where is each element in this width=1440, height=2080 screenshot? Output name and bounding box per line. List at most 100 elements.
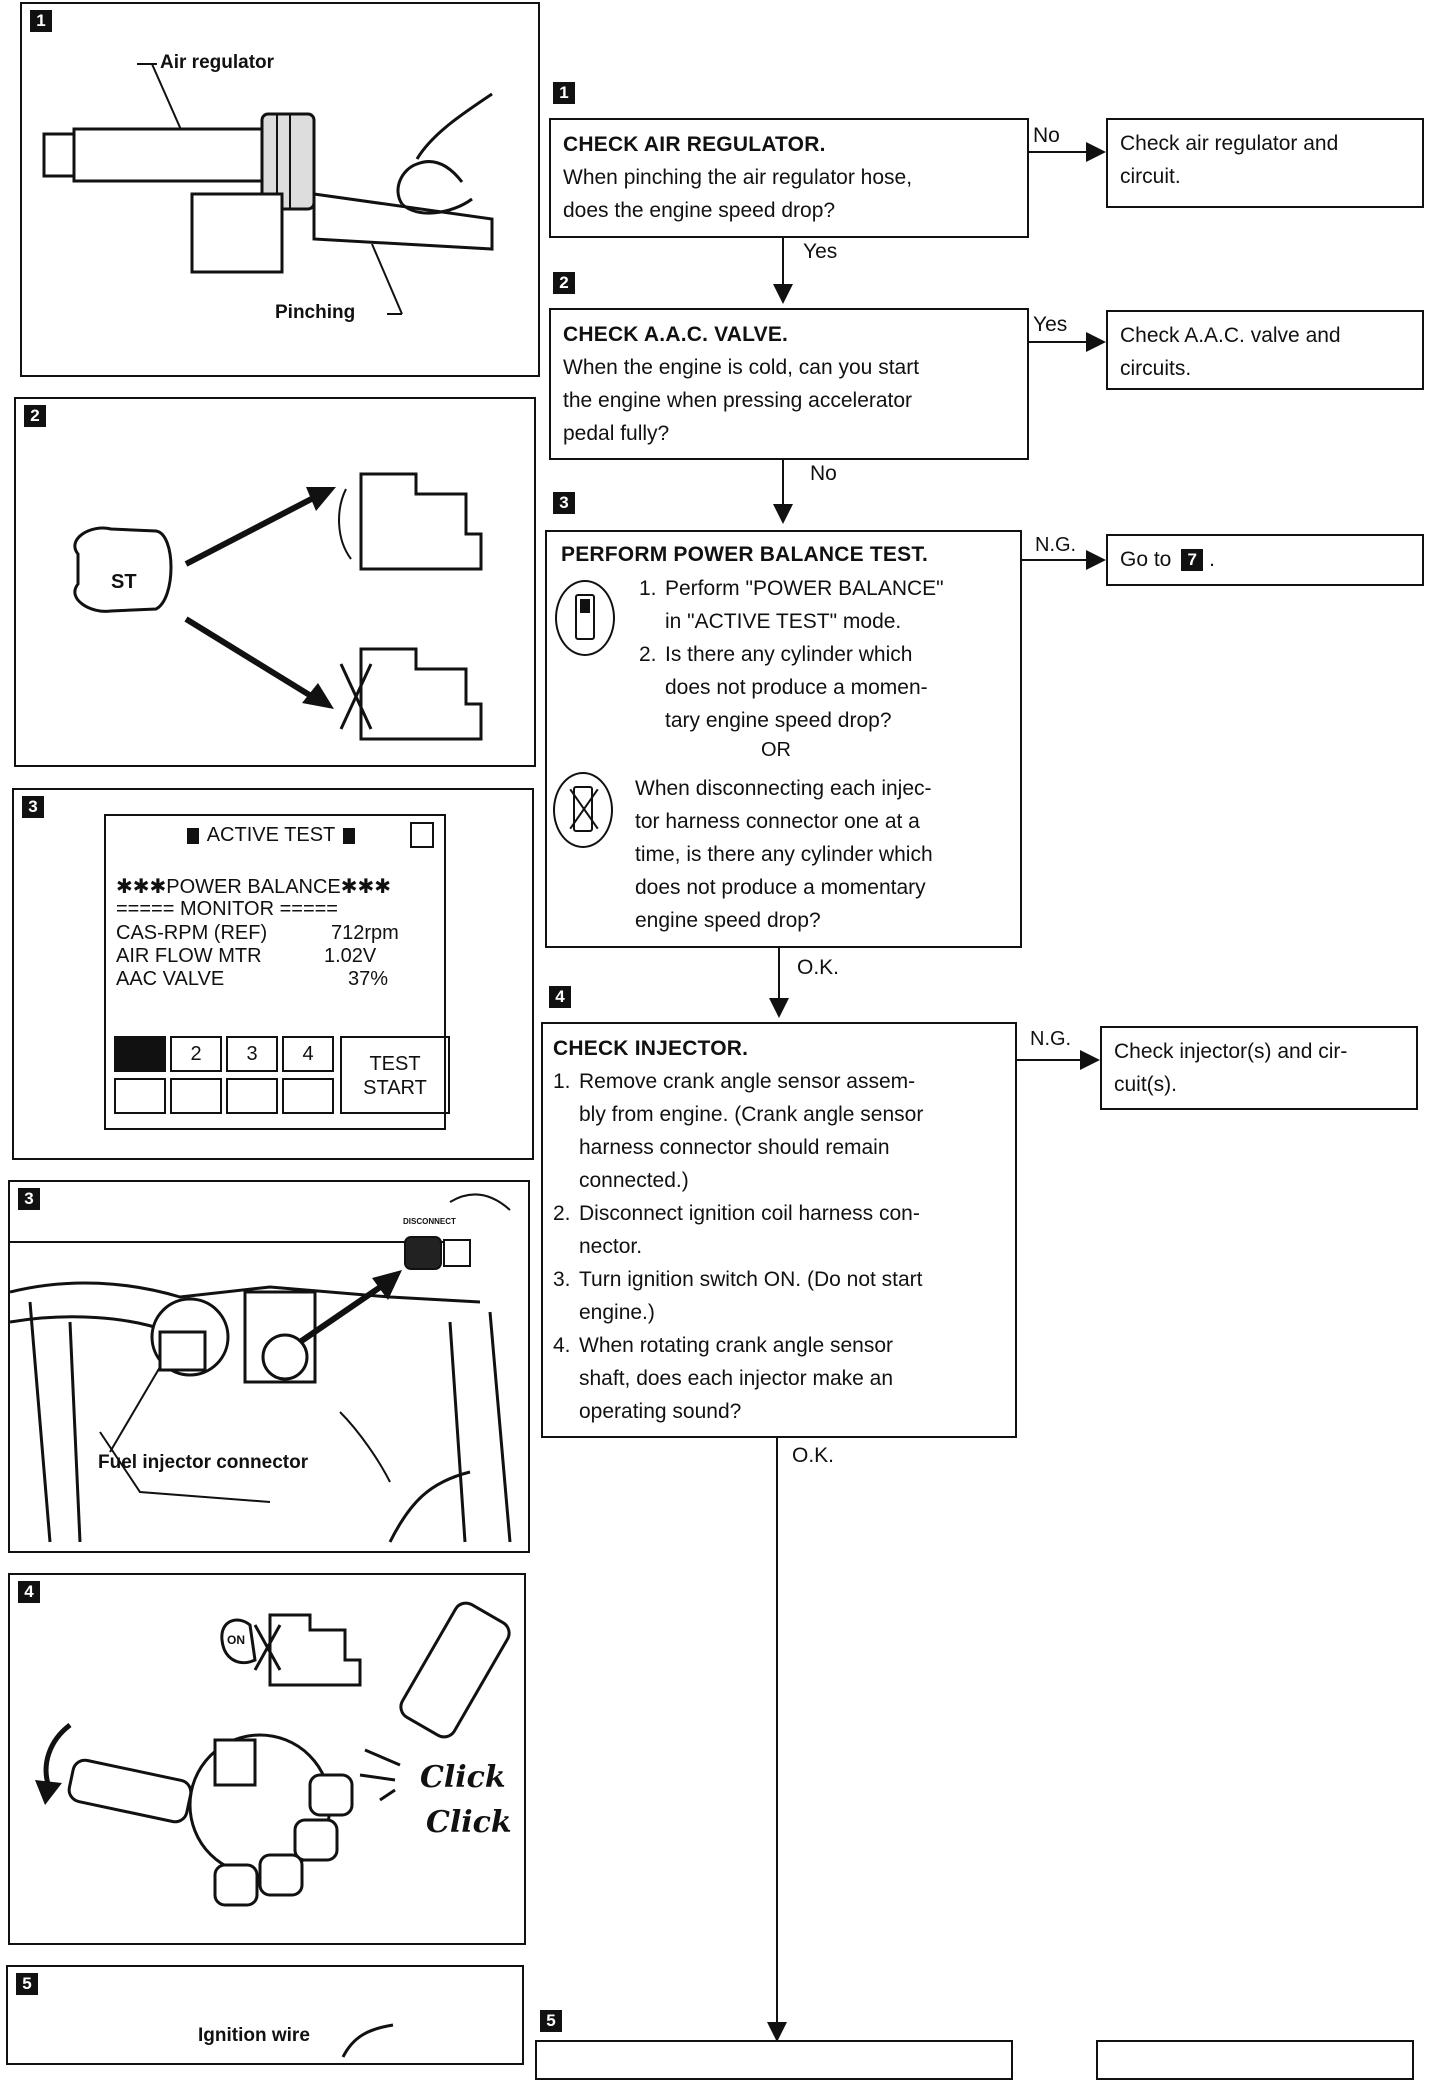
item-line: does not produce a momen-	[665, 676, 928, 699]
item-number: 4.	[553, 1334, 571, 1357]
figure-4-injector-click: 4 ON Click Click	[8, 1573, 526, 1945]
step-2-no-label: No	[810, 462, 837, 485]
screen-corner-square	[410, 822, 434, 848]
step-1-question-line: does the engine speed drop?	[563, 199, 836, 222]
step-2-question-line: When the engine is cold, can you start	[563, 356, 920, 379]
item-text: bly from engine. (Crank angle sensor	[579, 1103, 924, 1126]
figure-3b-step-marker: 3	[18, 1188, 40, 1210]
screen-button-2[interactable]: 2	[170, 1036, 222, 1072]
step-2-question-line: the engine when pressing accelerator	[563, 389, 913, 412]
step-3-ng-label: N.G.	[1035, 534, 1077, 556]
figure-3-injector-connector: 3 DISCONNECT Fuel injector connector	[8, 1180, 530, 1553]
step-2-marker: 2	[553, 272, 575, 294]
figure-3-consult-screen: 3 ACTIVE TEST ✱✱✱POWER BALANCE✱✱✱ ===== …	[12, 788, 534, 1160]
alt-line: time, is there any cylinder which	[635, 843, 933, 866]
step-4-ng-label: N.G.	[1030, 1028, 1072, 1050]
test-start-line2: START	[363, 1077, 427, 1099]
item-number: 2.	[639, 643, 657, 666]
item-line: in "ACTIVE TEST" mode.	[665, 610, 902, 633]
row-value: 37%	[348, 968, 389, 990]
screen-button-empty[interactable]	[170, 1078, 222, 1114]
step-3-result-box: Go to 7 .	[1106, 534, 1424, 586]
ignition-key-st-label: ST	[111, 571, 137, 593]
go-to-text: Go to	[1120, 548, 1172, 571]
step-4-item-line: 1.Remove crank angle sensor assem-	[553, 1065, 1005, 1098]
ignition-wire-label: Ignition wire	[198, 2025, 310, 2046]
step-4-item-line: nector.	[553, 1230, 1005, 1263]
result-line: Check A.A.C. valve and	[1120, 324, 1341, 347]
item-number: 2.	[553, 1202, 571, 1225]
go-to-period: .	[1209, 548, 1215, 571]
step-1-question-line: When pinching the air regulator hose,	[563, 166, 913, 189]
step-3-item-1: 1.Perform "POWER BALANCE" in "ACTIVE TES…	[639, 572, 1019, 737]
step-1-marker: 1	[553, 82, 575, 104]
fuel-injector-connector-label: Fuel injector connector	[98, 1452, 309, 1473]
item-number: 3.	[553, 1268, 571, 1291]
item-text: Remove crank angle sensor assem-	[579, 1070, 916, 1093]
active-test-text: ACTIVE TEST	[206, 824, 336, 846]
monitor-row: AAC VALVE 37%	[116, 968, 416, 991]
step-3-marker: 3	[553, 492, 575, 514]
step-2-check-aac-valve: CHECK A.A.C. VALVE. When the engine is c…	[549, 308, 1029, 460]
step-4-item-line: 4. When rotating crank angle sensor	[553, 1329, 1005, 1362]
item-text: connected.)	[579, 1169, 689, 1192]
test-start-button[interactable]: TEST START	[340, 1036, 450, 1114]
screen-button-3[interactable]: 3	[226, 1036, 278, 1072]
item-text: Disconnect ignition coil harness con-	[579, 1202, 920, 1225]
figure-4-step-marker: 4	[18, 1581, 40, 1603]
result-line: cuit(s).	[1114, 1073, 1177, 1096]
alt-line: tor harness connector one at a	[635, 810, 920, 833]
step-1-yes-label: Yes	[803, 240, 838, 263]
step-4-item-line: bly from engine. (Crank angle sensor	[553, 1098, 1005, 1131]
figure-3-step-marker: 3	[22, 796, 44, 818]
step-1-no-label: No	[1033, 124, 1060, 147]
step-5-result-box	[1096, 2040, 1414, 2080]
step-4-check-injector: CHECK INJECTOR. 1.Remove crank angle sen…	[541, 1022, 1017, 1438]
screen-button-1-filled[interactable]	[114, 1036, 166, 1072]
step-4-item-line: 2. Disconnect ignition coil harness con-	[553, 1197, 1005, 1230]
step-3-ok-label: O.K.	[797, 956, 840, 979]
alt-line: engine speed drop?	[635, 909, 821, 932]
step-4-ok-label: O.K.	[792, 1444, 835, 1467]
step-2-question-line: pedal fully?	[563, 422, 670, 445]
ignition-key-on-label: ON	[227, 1633, 245, 1647]
row-value: 712rpm	[331, 922, 399, 944]
item-number	[553, 1395, 579, 1428]
item-text: shaft, does each injector make an	[579, 1367, 894, 1390]
pinching-label: Pinching	[275, 302, 356, 323]
item-text: nector.	[579, 1235, 643, 1258]
item-number	[553, 1164, 579, 1197]
step-4-item-line: shaft, does each injector make an	[553, 1362, 1005, 1395]
go-to-step-7-marker: 7	[1181, 549, 1204, 572]
screen-button-empty[interactable]	[282, 1078, 334, 1114]
figure-2-start-engine: 2 ST	[14, 397, 536, 767]
screen-button-4[interactable]: 4	[282, 1036, 334, 1072]
step-1-title: CHECK AIR REGULATOR.	[563, 133, 826, 156]
row-name: CAS-RPM (REF)	[116, 922, 268, 944]
crank-angle-sensor-illustration	[35, 1601, 511, 1907]
item-number	[553, 1230, 579, 1263]
row-name: AIR FLOW MTR	[116, 945, 262, 967]
test-start-line1: TEST	[369, 1053, 421, 1075]
step-2-result-box: Check A.A.C. valve and circuits.	[1106, 310, 1424, 390]
figure-2-step-marker: 2	[24, 405, 46, 427]
no-tester-icon	[553, 772, 613, 848]
step-4-title: CHECK INJECTOR.	[553, 1037, 749, 1060]
step-1-result-box: Check air regulator and circuit.	[1106, 118, 1424, 208]
step-4-item-line: harness connector should remain	[553, 1131, 1005, 1164]
item-number	[553, 1296, 579, 1329]
or-label: OR	[755, 738, 797, 762]
screen-button-empty[interactable]	[114, 1078, 166, 1114]
item-text: When rotating crank angle sensor	[579, 1334, 894, 1357]
step-3-alternative: When disconnecting each injec- tor harne…	[635, 772, 1021, 937]
step-4-item-line: connected.)	[553, 1164, 1005, 1197]
result-line: Check injector(s) and cir-	[1114, 1040, 1348, 1063]
item-text: Turn ignition switch ON. (Do not start	[579, 1268, 923, 1291]
item-text: engine.)	[579, 1301, 655, 1324]
row-name: AAC VALVE	[116, 968, 225, 990]
result-line: Check air regulator and	[1120, 132, 1339, 155]
step-1-check-air-regulator: CHECK AIR REGULATOR. When pinching the a…	[549, 118, 1029, 238]
item-line: Perform "POWER BALANCE"	[665, 577, 944, 600]
screen-button-empty[interactable]	[226, 1078, 278, 1114]
click-label: Click	[426, 1805, 512, 1840]
